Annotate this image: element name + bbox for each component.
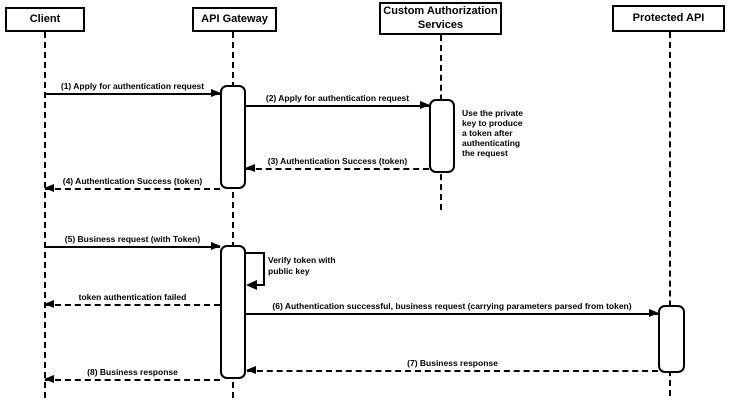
message-7-line — [247, 370, 658, 372]
activation-custom-authorization-services — [429, 99, 455, 173]
message-6-label: (6) Authentication successful, business … — [272, 301, 632, 311]
arrowhead-icon — [246, 366, 256, 374]
self-loop-arrow-icon — [246, 252, 265, 290]
actor-api-gateway: API Gateway — [192, 7, 277, 32]
message-3-label: (3) Authentication Success (token) — [267, 156, 408, 166]
actor-client-label: Client — [29, 12, 61, 25]
message-token-auth-failed-line — [45, 304, 220, 306]
arrowhead-icon — [245, 164, 255, 172]
actor-client: Client — [5, 7, 85, 32]
message-7-label: (7) Business response — [407, 358, 498, 368]
arrowhead-icon — [211, 242, 221, 250]
message-5-line — [45, 246, 220, 248]
arrowhead-icon — [420, 101, 430, 109]
actor-protected-api: Protected API — [612, 5, 725, 32]
message-3-line — [246, 168, 429, 170]
message-6-line — [246, 313, 658, 315]
message-token-auth-failed-label: token authentication failed — [78, 292, 187, 302]
self-message-label: Verify token with public key — [268, 255, 336, 276]
note-private-key: Use the private key to produce a token a… — [462, 108, 523, 159]
activation-api-gateway-auth — [220, 85, 246, 189]
message-4-label: (4) Authentication Success (token) — [62, 176, 203, 186]
message-4-line — [45, 188, 220, 190]
message-1-line — [45, 93, 220, 95]
message-8-line — [45, 379, 220, 381]
actor-custom-authorization-services: Custom Authorization Services — [379, 2, 502, 35]
actor-api-gateway-label: API Gateway — [201, 12, 268, 25]
message-1-label: (1) Apply for authentication request — [60, 81, 205, 91]
message-5-label: (5) Business request (with Token) — [64, 234, 201, 244]
arrowhead-icon — [44, 375, 54, 383]
arrowhead-icon — [44, 300, 54, 308]
actor-custom-authorization-services-label: Custom Authorization Services — [383, 5, 498, 31]
lifeline-api-gateway — [232, 32, 234, 398]
lifeline-protected-api — [669, 32, 671, 396]
arrowhead-icon — [211, 89, 221, 97]
activation-protected-api — [658, 305, 685, 373]
message-2-line — [246, 105, 429, 107]
arrowhead-icon — [649, 309, 659, 317]
message-8-label: (8) Business response — [87, 367, 178, 377]
lifeline-client — [44, 32, 46, 398]
self-message-verify-token: Verify token with public key — [245, 251, 336, 298]
message-2-label: (2) Apply for authentication request — [265, 93, 410, 103]
arrowhead-icon — [44, 184, 54, 192]
activation-api-gateway-business — [220, 245, 246, 379]
actor-protected-api-label: Protected API — [632, 11, 705, 24]
